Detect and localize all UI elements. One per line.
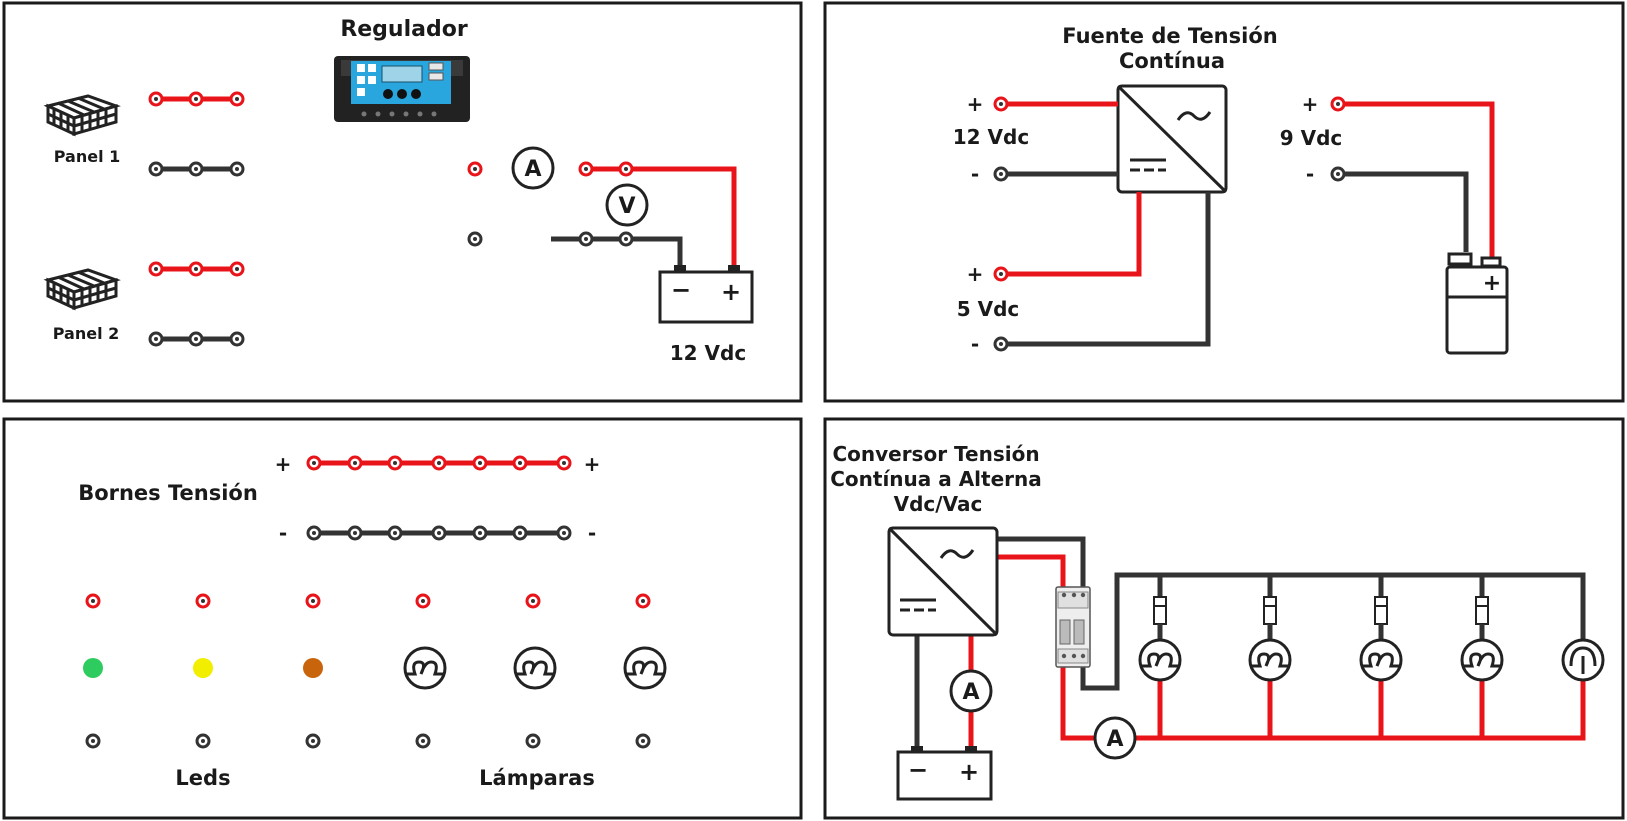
out-9v-minus: -	[1306, 162, 1314, 186]
inverter-title-line2: Contínua a Alterna	[830, 467, 1042, 491]
inverter-section: Conversor Tensión Contínua a Alterna Vdc…	[823, 417, 1625, 820]
svg-text:A: A	[524, 157, 541, 182]
inverter-title-line3: Vdc/Vac	[894, 492, 983, 516]
battery-9v-icon: +	[1445, 252, 1509, 355]
out-9v-plus: +	[1302, 92, 1319, 116]
panel-1-negative-strip[interactable]	[148, 161, 245, 177]
charge-regulator	[334, 56, 470, 122]
out-5v-minus: -	[971, 332, 979, 356]
circuit-breaker	[1055, 586, 1091, 668]
ammeter-dc: A	[949, 669, 993, 713]
lamp-2-icon	[513, 646, 557, 690]
panel-2-label: Panel 2	[53, 324, 120, 343]
battery-12v-label: 12 Vdc	[670, 341, 746, 365]
positive-bus-plus-left: +	[275, 452, 292, 476]
ac-lamp-4-icon	[1460, 638, 1504, 682]
ammeter-ac: A	[1093, 716, 1137, 760]
dc-source-title-line2: Contínua	[1119, 49, 1225, 73]
svg-text:−: −	[671, 276, 691, 304]
panel-1-positive-strip[interactable]	[148, 91, 245, 107]
solar-panel-section: Regulador	[2, 1, 803, 403]
svg-text:+: +	[1483, 271, 1501, 296]
voltmeter-solar: V	[605, 183, 649, 227]
out-12v-minus: -	[971, 162, 979, 186]
ac-neutral-wire	[997, 536, 1086, 587]
ac-lamp-1-icon	[1138, 638, 1182, 682]
inverter-title-line1: Conversor Tensión	[832, 442, 1039, 466]
out-5v-negative-wire	[1001, 192, 1211, 347]
led-orange	[303, 658, 323, 678]
leds-label: Leds	[175, 766, 230, 790]
panel-2-positive-strip[interactable]	[148, 261, 245, 277]
dc-converter-box	[1116, 84, 1228, 194]
negative-bus-minus-right: -	[588, 521, 596, 545]
battery-inverter-icon: − +	[896, 746, 993, 801]
panel-2-negative-strip[interactable]	[148, 331, 245, 347]
battery-negative-wire[interactable]	[551, 231, 683, 268]
dc-source-title-line1: Fuente de Tensión	[1062, 24, 1277, 48]
terminals-title: Bornes Tensión	[78, 481, 258, 505]
lamp-3-icon	[623, 646, 667, 690]
positive-bus-strip[interactable]	[306, 455, 572, 471]
out-5v-terminals[interactable]	[993, 266, 1009, 352]
dc-source-section: Fuente de Tensión Contínua + 12 Vdc -	[823, 1, 1625, 403]
svg-text:+: +	[721, 278, 741, 306]
lamp-branch-wires	[1157, 575, 1485, 738]
ac-return-wire	[1080, 572, 1586, 691]
led-green	[83, 658, 103, 678]
ac-lamp-2-icon	[1248, 638, 1292, 682]
svg-text:+: +	[959, 758, 979, 786]
ammeter-solar: A	[511, 146, 555, 190]
battery-positive-wire[interactable]	[578, 161, 737, 268]
ac-lamp-3-icon	[1359, 638, 1403, 682]
out-5v-plus: +	[967, 262, 984, 286]
negative-bus-minus-left: -	[279, 521, 287, 545]
out-9v-positive-wire	[1338, 101, 1495, 262]
solar-panel-1-icon	[43, 94, 121, 137]
svg-text:A: A	[962, 680, 979, 705]
out-5v-label: 5 Vdc	[957, 297, 1020, 321]
out-9v-label: 9 Vdc	[1280, 126, 1343, 150]
ac-phase-wire	[997, 554, 1586, 741]
solar-panel-2-icon	[43, 268, 121, 311]
lamp-1-icon	[403, 646, 447, 690]
ac-socket-icon	[1561, 638, 1605, 682]
panel-1-label: Panel 1	[54, 147, 121, 166]
component-positive-terminals[interactable]	[85, 593, 651, 609]
led-yellow	[193, 658, 213, 678]
regulator-label: Regulador	[340, 17, 468, 42]
inverter-box	[887, 526, 999, 637]
out-9v-terminals[interactable]	[1330, 96, 1346, 182]
lamps-label: Lámparas	[479, 766, 595, 790]
positive-bus-plus-right: +	[584, 452, 601, 476]
negative-bus-strip[interactable]	[306, 525, 572, 541]
out-12v-terminals[interactable]	[993, 96, 1009, 182]
out-9v-negative-wire	[1338, 171, 1469, 252]
terminals-section: Bornes Tensión + + - -	[2, 417, 803, 820]
terminals-frame	[2, 417, 803, 820]
regulator-output-terminals[interactable]	[467, 161, 483, 247]
out-5v-positive-wire	[1001, 192, 1142, 277]
component-negative-terminals[interactable]	[85, 733, 651, 749]
out-12v-label: 12 Vdc	[953, 125, 1029, 149]
svg-text:V: V	[618, 194, 635, 219]
out-12v-plus: +	[967, 92, 984, 116]
svg-text:A: A	[1106, 727, 1123, 752]
svg-text:−: −	[908, 756, 928, 784]
battery-12v-icon: − +	[658, 265, 754, 324]
lamp-switches	[1153, 596, 1489, 640]
